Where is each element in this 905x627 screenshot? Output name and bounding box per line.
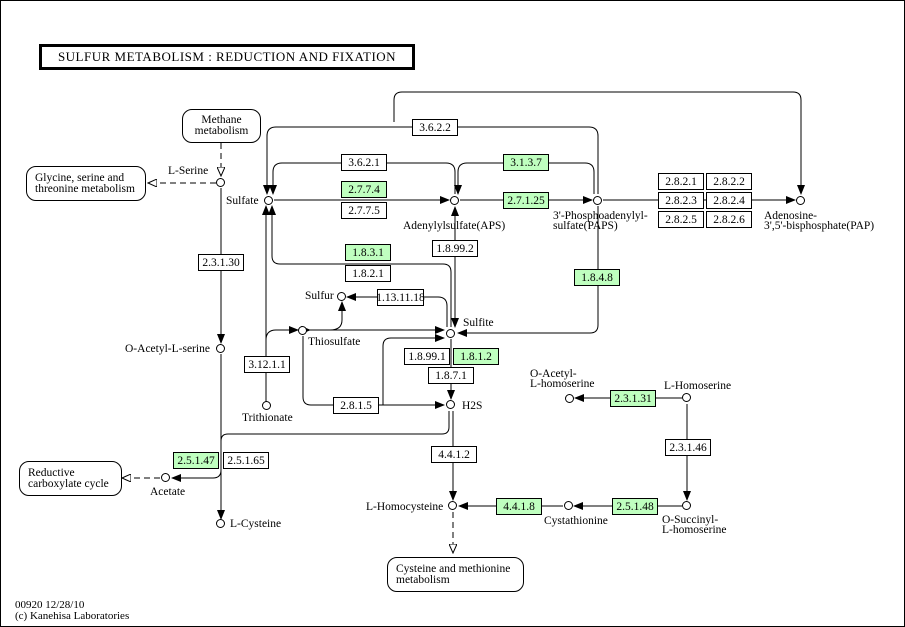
label-paps-line1: 3'-Phosphoadenylyl- [553, 210, 648, 222]
enzyme-2.3.1.31[interactable]: 2.3.1.31 [610, 390, 656, 407]
enzyme-1.8.2.1[interactable]: 1.8.2.1 [345, 265, 391, 282]
compound-o-acetyl-l-homoserine[interactable] [565, 394, 574, 403]
compound-o-acetyl-l-serine[interactable] [216, 344, 225, 353]
enzyme-2.8.2.5[interactable]: 2.8.2.5 [658, 211, 704, 228]
compound-trithionate[interactable] [262, 401, 271, 410]
label-o-succinyl-line1: O-Succinyl- [662, 514, 719, 526]
enzyme-2.5.1.47[interactable]: 2.5.1.47 [173, 452, 219, 469]
enzyme-2.7.7.5[interactable]: 2.7.7.5 [341, 202, 387, 219]
enzyme-2.7.1.25[interactable]: 2.7.1.25 [503, 192, 549, 209]
label-paps-line2: sulfate(PAPS) [553, 220, 618, 232]
compound-sulfite[interactable] [446, 329, 455, 338]
compound-thiosulfate[interactable] [298, 326, 307, 335]
map-label-line2: threonine metabolism [35, 182, 135, 195]
edge-thio-sulfur [329, 301, 346, 331]
enzyme-2.7.7.4[interactable]: 2.7.7.4 [341, 181, 387, 198]
compound-l-homocysteine[interactable] [448, 501, 457, 510]
map-cysteine-methionine[interactable]: Cysteine and methionine metabolism [387, 557, 524, 592]
enzyme-1.8.3.1[interactable]: 1.8.3.1 [345, 244, 391, 261]
label-acetate: Acetate [150, 486, 186, 498]
compound-l-serine[interactable] [216, 178, 225, 187]
enzyme-2.5.1.48[interactable]: 2.5.1.48 [612, 498, 658, 515]
map-label-line1: Methane [201, 114, 242, 126]
label-l-homocysteine: L-Homocysteine [366, 501, 444, 513]
enzyme-1.13.11.18[interactable]: 1.13.11.18 [376, 289, 425, 306]
edge-1831 [268, 205, 452, 327]
enzyme-2.8.2.4[interactable]: 2.8.2.4 [706, 192, 752, 209]
enzyme-4.4.1.8[interactable]: 4.4.1.8 [496, 498, 542, 515]
label-o-acetyl-l-serine: O-Acetyl-L-serine [125, 343, 210, 355]
edge-top-pap [393, 91, 805, 195]
label-aps: Adenylylsulfate(APS) [403, 220, 506, 232]
compound-cystathionine[interactable] [564, 501, 573, 510]
label-l-serine: L-Serine [168, 165, 209, 177]
map-methane-metabolism[interactable]: Methane metabolism [182, 109, 261, 143]
enzyme-2.3.1.46[interactable]: 2.3.1.46 [665, 439, 711, 456]
enzyme-2.8.2.2[interactable]: 2.8.2.2 [706, 173, 752, 190]
enzyme-3.6.2.1[interactable]: 3.6.2.1 [341, 154, 387, 171]
label-pap-line1: Adenosine- [764, 210, 818, 222]
label-sulfur: Sulfur [305, 290, 334, 302]
enzyme-1.8.99.1[interactable]: 1.8.99.1 [404, 348, 450, 365]
footer-copyright: (c) Kanehisa Laboratories [15, 610, 130, 622]
label-o-succinyl-line2: L-homoserine [662, 524, 727, 536]
map-label-line2: metabolism [194, 125, 249, 137]
enzyme-2.8.1.5[interactable]: 2.8.1.5 [333, 397, 379, 414]
pathway-title: SULFUR METABOLISM : REDUCTION AND FIXATI… [39, 44, 415, 70]
enzyme-2.3.1.30[interactable]: 2.3.1.30 [198, 254, 244, 271]
enzyme-2.8.2.6[interactable]: 2.8.2.6 [706, 211, 752, 228]
map-label-line2: carboxylate cycle [28, 477, 109, 490]
edge-2815 [302, 336, 445, 409]
edge-2815-sulfite [382, 334, 445, 405]
compound-sulfur[interactable] [337, 292, 346, 301]
compound-pap[interactable] [796, 196, 805, 205]
compound-o-succinyl-l-homoserine[interactable] [682, 501, 691, 510]
label-o-acetyl-hs-line1: O-Acetyl- [530, 368, 577, 380]
label-cystathionine: Cystathionine [544, 515, 608, 527]
enzyme-2.5.1.65[interactable]: 2.5.1.65 [223, 452, 269, 469]
enzyme-2.8.2.1[interactable]: 2.8.2.1 [658, 173, 704, 190]
footer-map-id-date: 00920 12/28/10 [15, 599, 85, 611]
edge-h2s-cysteine [220, 411, 450, 442]
enzyme-1.8.4.8[interactable]: 1.8.4.8 [574, 269, 620, 286]
enzyme-2.8.2.3[interactable]: 2.8.2.3 [658, 192, 704, 209]
map-label-line1: Cysteine and methionine [396, 562, 511, 575]
compound-acetate[interactable] [161, 473, 170, 482]
enzyme-1.8.99.2[interactable]: 1.8.99.2 [432, 240, 478, 257]
edge-1131118 [346, 293, 448, 327]
label-sulfite: Sulfite [463, 317, 494, 329]
edge-1848 [457, 206, 599, 337]
compound-h2s[interactable] [446, 400, 455, 409]
compound-l-cysteine[interactable] [216, 519, 225, 528]
label-l-cysteine: L-Cysteine [230, 518, 282, 530]
enzyme-1.8.1.2[interactable]: 1.8.1.2 [453, 348, 499, 365]
enzyme-3.12.1.1[interactable]: 3.12.1.1 [244, 356, 290, 373]
compound-aps[interactable] [450, 196, 459, 205]
enzyme-3.1.3.7[interactable]: 3.1.3.7 [503, 154, 549, 171]
label-thiosulfate: Thiosulfate [308, 336, 361, 348]
compound-sulfate[interactable] [264, 196, 273, 205]
enzyme-3.6.2.2[interactable]: 3.6.2.2 [412, 119, 458, 136]
map-label-line2: metabolism [396, 573, 450, 586]
enzyme-1.8.7.1[interactable]: 1.8.7.1 [428, 367, 474, 384]
map-glycine-serine-threonine[interactable]: Glycine, serine and threonine metabolism [26, 166, 146, 201]
footer: 00920 12/28/10 (c) Kanehisa Laboratories [15, 600, 129, 622]
label-pap-line2: 3',5'-bisphosphate(PAP) [764, 220, 875, 232]
enzyme-4.4.1.2[interactable]: 4.4.1.2 [431, 446, 477, 463]
edge-thio-branch [265, 326, 299, 341]
label-l-homoserine: L-Homoserine [664, 380, 732, 392]
edge-acetate [171, 469, 222, 482]
label-h2s: H2S [462, 400, 483, 412]
map-reductive-carboxylate-cycle[interactable]: Reductive carboxylate cycle [19, 461, 122, 496]
compound-paps[interactable] [593, 196, 602, 205]
compound-l-homoserine[interactable] [682, 393, 691, 402]
label-o-acetyl-hs-line2: L-homoserine [530, 378, 595, 390]
label-trithionate: Trithionate [242, 412, 293, 424]
map-label-line1: Glycine, serine and [35, 171, 125, 184]
label-sulfate: Sulfate [226, 195, 259, 207]
map-label-line1: Reductive [28, 466, 75, 479]
